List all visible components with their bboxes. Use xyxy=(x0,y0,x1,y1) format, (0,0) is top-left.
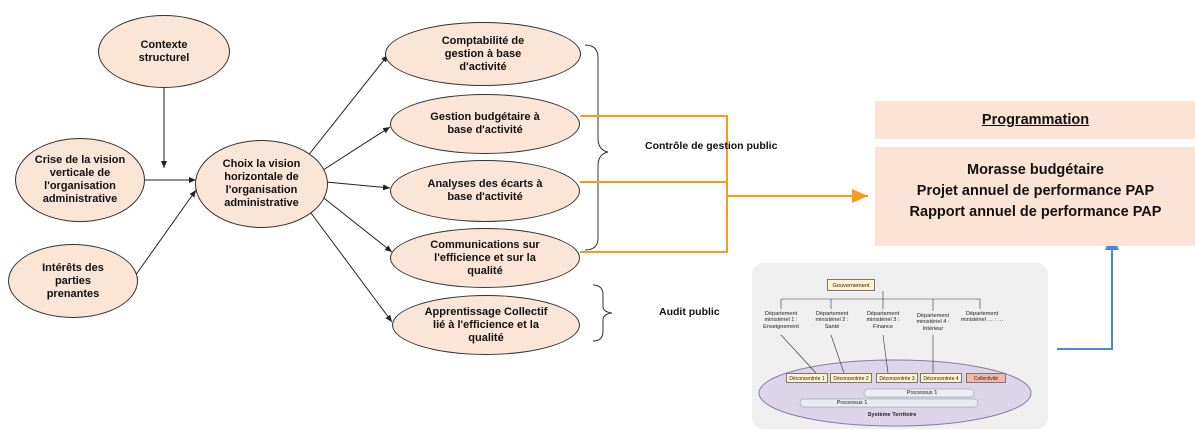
org-deconc-4: Déconcentrée 4 xyxy=(920,373,962,383)
arrow-choix-analyses xyxy=(325,181,391,191)
org-collectivite-text: Collectivité xyxy=(973,376,999,382)
org-processus-2: Processus 1 xyxy=(836,400,868,406)
output-morasse: Morasse budgétaire xyxy=(967,162,1104,178)
node-choix: Choix la vision horizontale de l'organis… xyxy=(195,140,328,228)
arrow-choix-communications xyxy=(319,194,393,253)
node-communications: Communications sur l'efficience et sur l… xyxy=(390,228,580,288)
label-controle: Contrôle de gestion public xyxy=(645,140,778,152)
org-inset-lines xyxy=(758,291,1032,427)
arrow-interets-choix xyxy=(134,189,197,277)
node-interets: Intérêts des parties prenantes xyxy=(8,244,138,318)
org-deconc-1-text: Déconcentrée 1 xyxy=(789,376,825,382)
node-comptabilite-text: Comptabilité de gestion à base d'activit… xyxy=(441,34,525,73)
programmation-title: Programmation xyxy=(981,112,1090,128)
node-communications-text: Communications sur l'efficience et sur l… xyxy=(430,238,540,277)
node-choix-text: Choix la vision horizontale de l'organis… xyxy=(222,158,301,209)
org-link-3 xyxy=(882,334,889,374)
node-crise-text: Crise de la vision verticale de l'organi… xyxy=(34,154,126,205)
org-deconc-1: Déconcentrée 1 xyxy=(786,373,828,383)
org-deconc-2: Déconcentrée 2 xyxy=(830,373,872,383)
arrow-choix-comptabilite xyxy=(302,54,389,163)
org-dept-5: Département ministériel … : … xyxy=(960,311,1004,324)
processus-bar-2 xyxy=(799,398,979,408)
org-deconc-3-text: Déconcentrée 3 xyxy=(879,376,915,382)
node-apprentissage: Apprentissage Collectif lié à l'efficien… xyxy=(392,295,580,355)
node-apprentissage-text: Apprentissage Collectif lié à l'efficien… xyxy=(424,305,548,344)
org-link-1 xyxy=(780,334,817,374)
node-gestion: Gestion budgétaire à base d'activité xyxy=(390,94,580,154)
connector-gestion xyxy=(580,115,728,196)
org-gouvernement: Gouvernement xyxy=(827,279,875,291)
arrow-choix-gestion xyxy=(319,126,391,173)
outputs-box: Morasse budgétaire Projet annuel de perf… xyxy=(875,147,1195,246)
output-rapport: Rapport annuel de performance PAP xyxy=(909,204,1162,220)
node-contexte-text: Contexte structurel xyxy=(138,38,190,64)
org-dept-2: Département ministériel 2 : Santé xyxy=(815,311,849,330)
org-dept-1: Département ministériel 1 : Enseignement xyxy=(763,311,799,330)
node-analyses-text: Analyses des écarts à base d'activité xyxy=(427,178,543,203)
org-gouvernement-text: Gouvernement xyxy=(832,283,870,289)
org-systeme: Système Territoire xyxy=(867,412,917,418)
org-deconc-4-text: Déconcentrée 4 xyxy=(923,376,959,382)
brace-controle xyxy=(584,44,609,251)
node-gestion-text: Gestion budgétaire à base d'activité xyxy=(430,111,540,136)
connector-communications xyxy=(580,196,728,253)
org-processus-1: Processus 1 xyxy=(906,390,938,396)
org-deconc-3: Déconcentrée 3 xyxy=(876,373,918,383)
return-arrow xyxy=(1057,234,1119,350)
node-interets-text: Intérêts des parties prenantes xyxy=(42,261,104,300)
org-dept-3: Département ministériel 3 : Finance xyxy=(866,311,900,330)
output-projet: Projet annuel de performance PAP xyxy=(916,183,1155,199)
org-collectivite: Collectivité xyxy=(966,373,1006,383)
node-contexte: Contexte structurel xyxy=(98,15,230,88)
programmation-box: Programmation xyxy=(875,101,1195,139)
org-link-2 xyxy=(830,334,845,374)
org-deconc-2-text: Déconcentrée 2 xyxy=(833,376,869,382)
node-analyses: Analyses des écarts à base d'activité xyxy=(390,160,580,222)
brace-audit xyxy=(592,284,613,342)
processus-bar-1 xyxy=(863,388,975,398)
arrow-choix-apprentissage xyxy=(304,204,393,323)
org-inset: Gouvernement Département ministériel 1 :… xyxy=(752,263,1048,429)
org-dept-4: Département ministériel 4 : Intérieur xyxy=(916,313,950,332)
node-crise: Crise de la vision verticale de l'organi… xyxy=(15,138,145,222)
label-audit: Audit public xyxy=(659,306,720,318)
node-comptabilite: Comptabilité de gestion à base d'activit… xyxy=(385,22,581,86)
